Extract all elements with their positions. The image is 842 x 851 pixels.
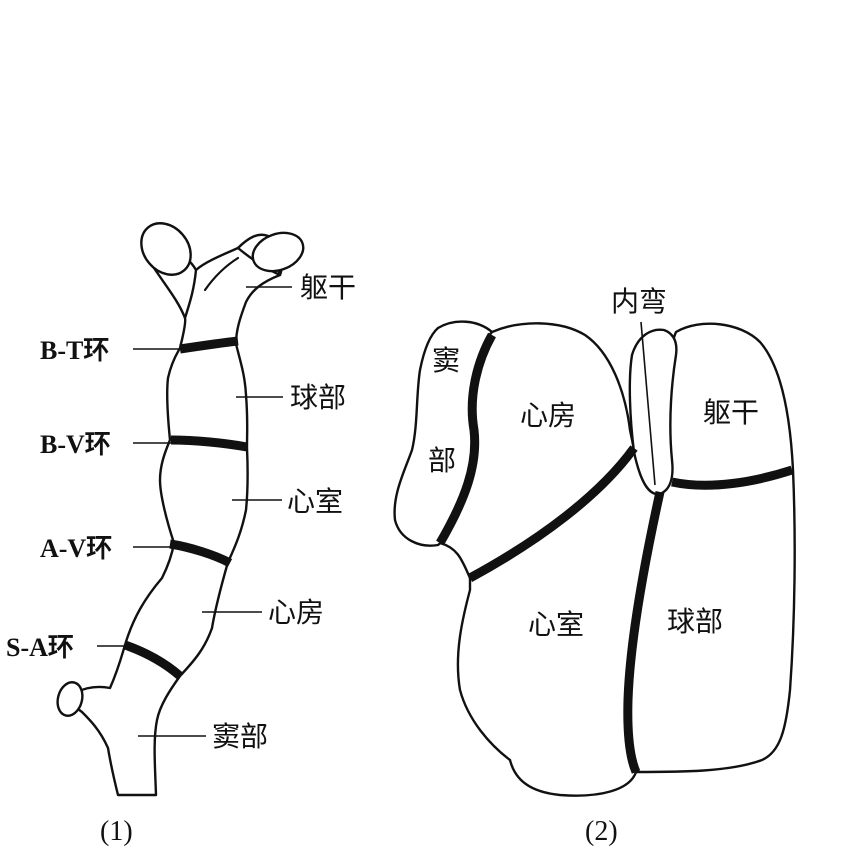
figure-1: 躯干 球部 心室 心房 窦部 B-T环 B-V环 A-V环 S-A环 (1) bbox=[6, 222, 356, 847]
caption-figure-1: (1) bbox=[100, 816, 133, 847]
label-ring-bv: B-V环 bbox=[40, 430, 111, 459]
caption-figure-2: (2) bbox=[585, 816, 618, 847]
boundary-bulbus-trunk bbox=[671, 465, 794, 490]
tube-body bbox=[64, 234, 284, 797]
label-ventricle: 心室 bbox=[287, 485, 343, 518]
leader-inner-curve bbox=[640, 321, 656, 486]
sinus-inflow-opening bbox=[56, 681, 84, 717]
label-atrium: 心房 bbox=[268, 596, 324, 629]
ring-bt bbox=[179, 336, 239, 354]
label-ventricle: 心室 bbox=[528, 608, 584, 641]
ring-av bbox=[169, 539, 233, 568]
label-ring-sa: S-A环 bbox=[6, 633, 74, 662]
boundary-atrium-ventricle bbox=[467, 445, 638, 582]
figure-2: 内弯 窦 部 心房 躯干 心室 球部 (2) bbox=[393, 285, 796, 847]
label-sinus-bottom: 部 bbox=[428, 444, 456, 477]
label-sinus-top: 窦 bbox=[432, 344, 460, 377]
label-sinus: 窦部 bbox=[212, 720, 268, 753]
ring-sa bbox=[123, 640, 183, 680]
label-ring-av: A-V环 bbox=[40, 534, 112, 563]
boundary-sinus-atrium bbox=[436, 332, 496, 546]
branch-junction-curve bbox=[203, 256, 240, 292]
boundary-ventricle-bulbus bbox=[623, 491, 665, 774]
label-inner-curve: 内弯 bbox=[611, 285, 667, 318]
label-trunk: 躯干 bbox=[703, 396, 759, 429]
right-branch-opening bbox=[251, 231, 305, 273]
label-ring-bt: B-T环 bbox=[40, 336, 109, 365]
label-atrium: 心房 bbox=[520, 399, 576, 432]
left-branch-opening bbox=[140, 222, 192, 276]
label-bulbus: 球部 bbox=[667, 605, 723, 638]
label-trunk: 躯干 bbox=[300, 271, 356, 304]
label-bulbus: 球部 bbox=[290, 381, 346, 414]
ring-bv bbox=[170, 435, 248, 452]
